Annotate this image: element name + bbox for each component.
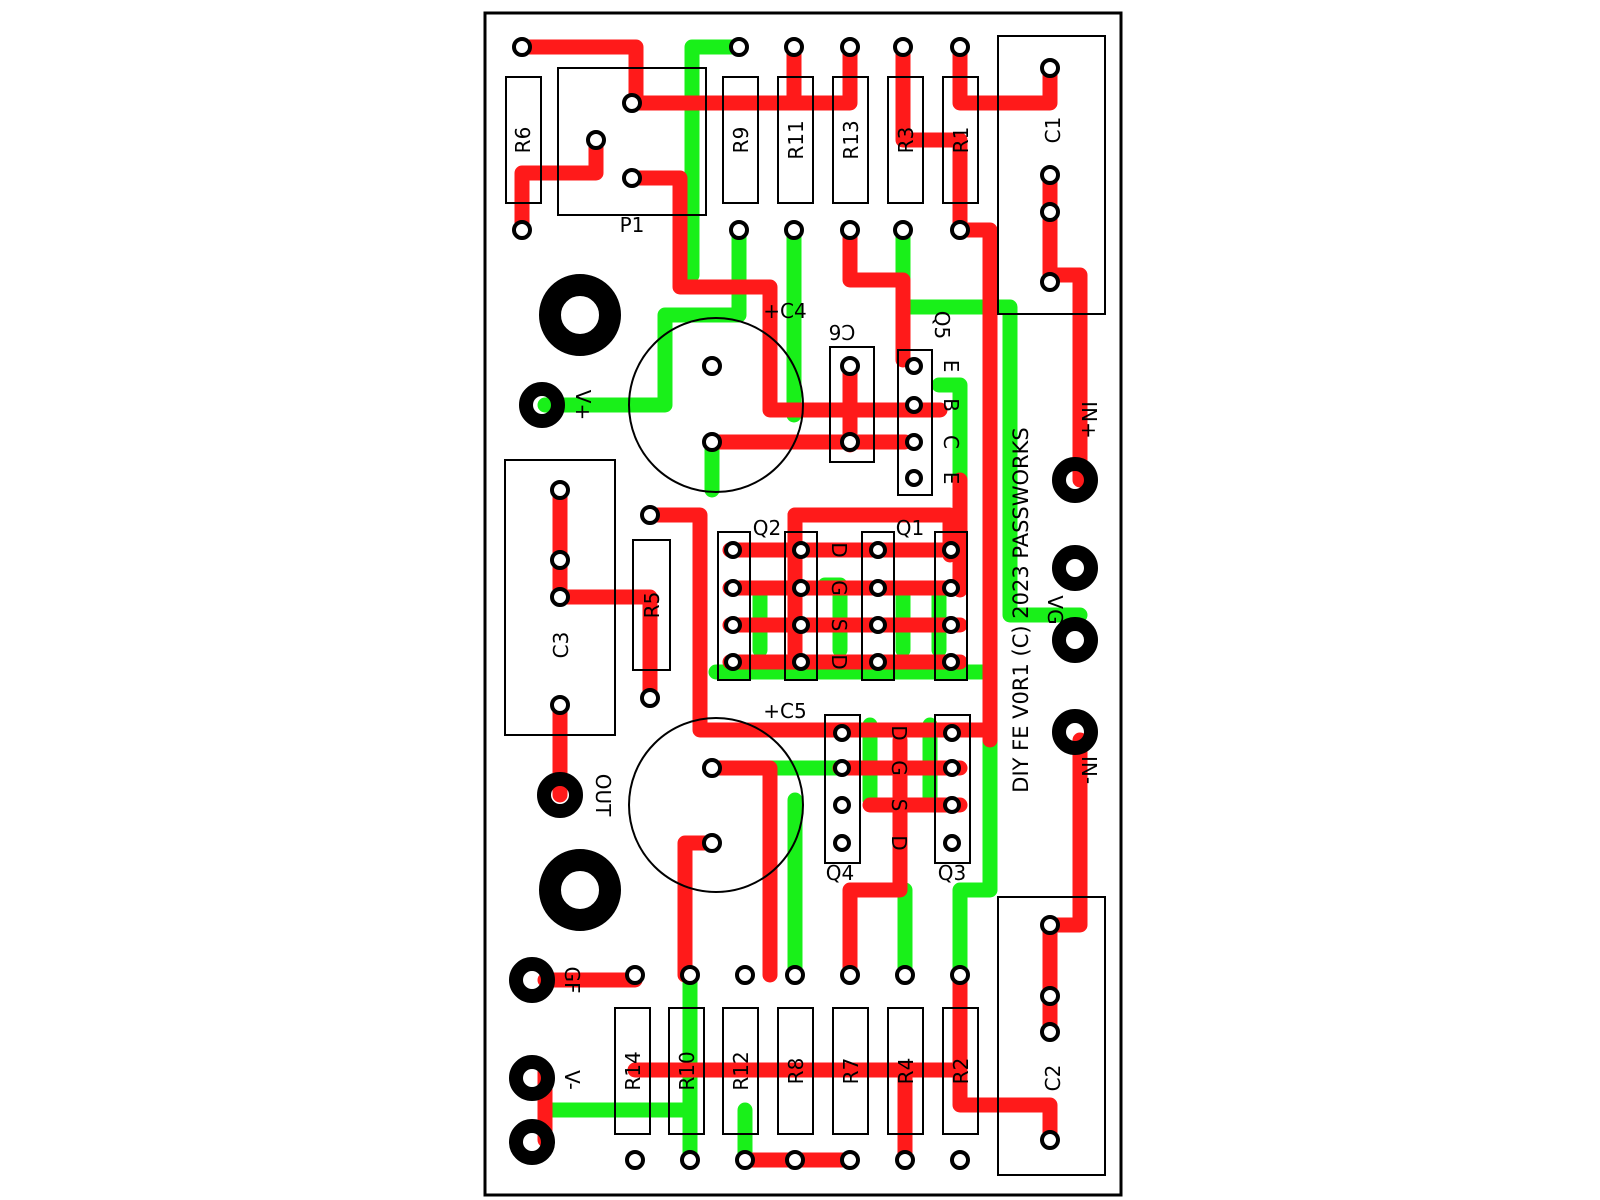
label-gf: GF	[560, 966, 584, 993]
label-q4: Q4	[826, 861, 854, 885]
silkscreen-labels: R6 R9 R11 R13 R3 R1 R5 R14 R10 R12 R8 R7…	[511, 117, 1101, 1092]
terminal-pads	[509, 274, 1098, 1165]
q5-pin-e2: E	[939, 472, 963, 485]
label-q3: Q3	[938, 861, 966, 885]
component-outlines	[504, 35, 1106, 1176]
label-r4: R4	[894, 1058, 918, 1085]
q2-pin-d1: D	[827, 542, 851, 557]
label-c6: C6	[829, 320, 856, 344]
label-r6: R6	[511, 127, 535, 154]
label-c1: C1	[1041, 117, 1065, 144]
q2-pin-g: G	[827, 580, 851, 596]
label-in-plus: IN+	[1077, 401, 1101, 439]
label-c4: +C4	[763, 299, 806, 323]
label-q2: Q2	[753, 516, 781, 540]
label-c2: C2	[1041, 1065, 1065, 1092]
label-r5: R5	[640, 592, 664, 619]
q2-pin-d2: D	[827, 654, 851, 669]
label-c3: C3	[549, 632, 573, 659]
credit-text: DIY FE V0R1 (C) 2023 PASSWORKS	[1009, 427, 1033, 792]
q5-pin-b: B	[939, 398, 963, 412]
label-r11: R11	[784, 120, 808, 159]
label-q1: Q1	[896, 516, 924, 540]
label-p1: P1	[620, 213, 645, 237]
q5-pin-c: C	[939, 435, 963, 449]
label-vg: VG	[1043, 595, 1067, 624]
label-r3: R3	[894, 127, 918, 154]
label-v-plus: V+	[571, 390, 595, 420]
label-r14: R14	[621, 1051, 645, 1090]
pads	[512, 37, 1060, 1170]
label-r2: R2	[949, 1058, 973, 1085]
board-outline	[483, 11, 1123, 1197]
q34-pin-d2: D	[887, 835, 911, 850]
label-r10: R10	[675, 1051, 699, 1090]
label-r12: R12	[729, 1051, 753, 1090]
label-r7: R7	[839, 1058, 863, 1085]
label-v-minus: V-	[560, 1070, 584, 1090]
q2-pin-s: S	[827, 619, 851, 632]
q34-pin-d1: D	[887, 725, 911, 740]
label-r13: R13	[839, 120, 863, 159]
label-in-minus: IN-	[1077, 756, 1101, 784]
label-r1: R1	[949, 127, 973, 154]
q34-pin-s: S	[887, 799, 911, 812]
label-out: OUT	[591, 774, 615, 817]
q34-pin-g: G	[887, 760, 911, 776]
label-c5: +C5	[763, 699, 806, 723]
q5-pin-e1: E	[939, 360, 963, 373]
label-r8: R8	[784, 1058, 808, 1085]
label-r9: R9	[729, 127, 753, 154]
label-q5: Q5	[930, 311, 954, 339]
